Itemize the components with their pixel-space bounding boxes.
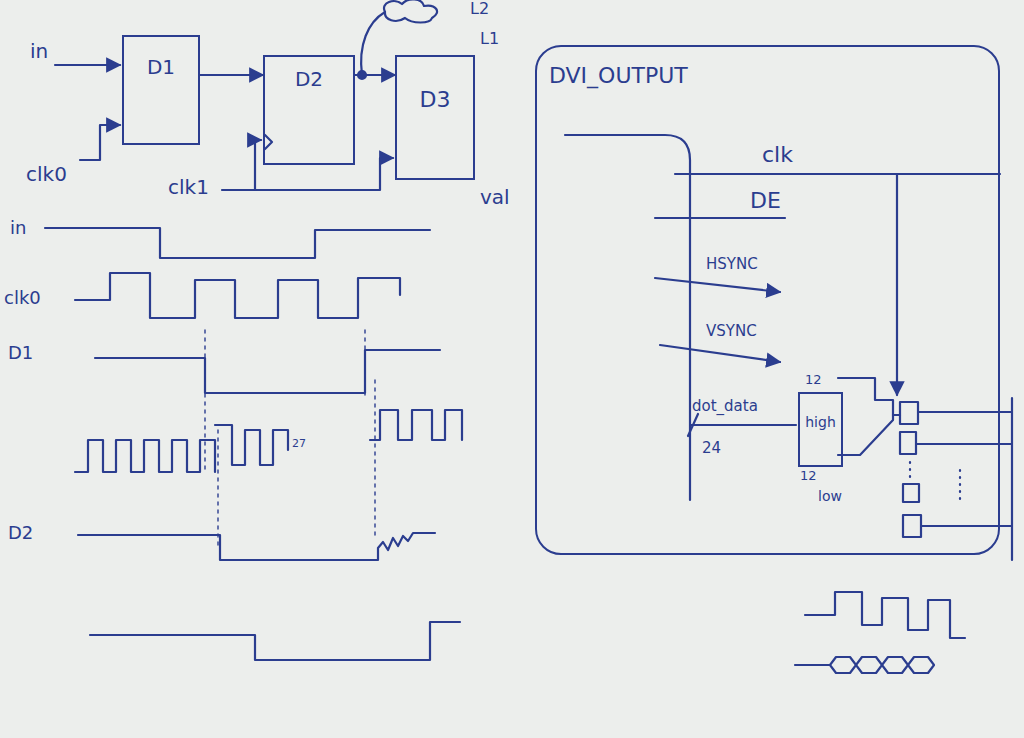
output-ff <box>900 432 916 454</box>
module-box: DVI_OUTPUThigh <box>535 45 1000 555</box>
clock-wire <box>255 140 261 190</box>
node-title: D3 <box>420 87 451 112</box>
signal-label: D2 <box>8 523 33 544</box>
signal-label: dot_data <box>692 398 758 415</box>
inner-region <box>565 135 690 500</box>
signal-label: 12 <box>805 373 822 388</box>
signal-label: VSYNC <box>706 323 757 340</box>
signal-label: D1 <box>8 343 33 364</box>
input-wire <box>55 64 120 66</box>
signal-label: clk <box>762 142 793 167</box>
signal-label: L1 <box>480 30 499 48</box>
node-title: DVI_OUTPUT <box>549 63 688 88</box>
signal-label: in <box>10 218 26 239</box>
signal-wire <box>355 74 395 76</box>
signal-label: DE <box>750 188 781 213</box>
flip-flop-box: D3 <box>395 55 475 180</box>
split-box: high <box>798 392 843 467</box>
clock-wire <box>80 125 120 160</box>
clk0-waveform <box>75 273 400 318</box>
data-bus <box>688 414 796 436</box>
flip-flop-box: D2 <box>263 55 355 165</box>
clk1-waveform <box>75 410 462 472</box>
output-lines <box>916 398 1012 560</box>
clk-line <box>675 173 1000 175</box>
signal-wire <box>200 74 263 76</box>
signal-label: clk1 <box>168 176 209 199</box>
signal-label: HSYNC <box>706 256 758 273</box>
signal-label: clk0 <box>26 163 67 186</box>
dashed-guide <box>205 330 375 545</box>
signal-label: val <box>480 186 510 209</box>
clock-wire <box>222 158 393 190</box>
signal-label: in <box>30 40 48 63</box>
hsync-line <box>655 278 780 292</box>
output-ff <box>903 515 921 537</box>
flip-flop-box: D1 <box>122 35 200 145</box>
signal-label: clk0 <box>4 288 41 309</box>
signal-label: low <box>818 488 842 504</box>
output-ff <box>903 484 919 502</box>
de-line <box>655 217 785 219</box>
node-title: high <box>805 414 836 430</box>
clk-drop <box>896 174 898 395</box>
bus-sketch <box>795 657 934 673</box>
mux-shape <box>838 378 893 455</box>
clock-triangle <box>265 135 272 149</box>
output-ff <box>900 402 918 424</box>
d1-waveform <box>95 350 440 393</box>
d3-waveform <box>90 622 460 660</box>
signal-label: 12 <box>800 469 817 484</box>
probe-wire <box>361 12 385 75</box>
dots <box>910 462 960 505</box>
in-waveform <box>45 228 430 258</box>
node-title: D2 <box>295 68 323 91</box>
signal-label: 27 <box>292 438 306 451</box>
signal-label: L2 <box>470 0 489 18</box>
vsync-line <box>660 345 780 362</box>
scribble-cloud <box>384 0 437 23</box>
signal-label: 24 <box>702 440 721 457</box>
node-title: D1 <box>147 56 175 79</box>
clock-sketch <box>805 592 965 638</box>
d2-waveform <box>78 533 435 560</box>
